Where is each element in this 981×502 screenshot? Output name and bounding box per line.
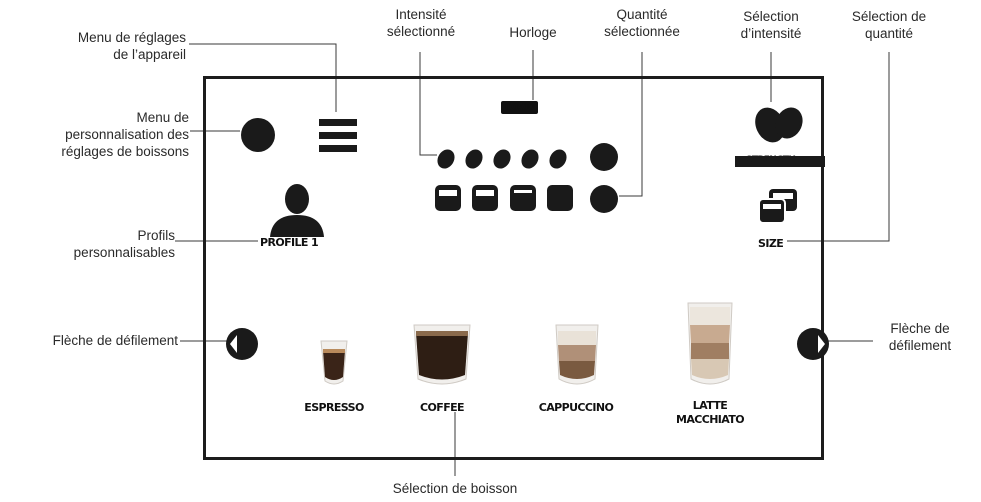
scroll-left-arrow-icon[interactable] xyxy=(224,326,260,362)
intensity-selection-icon[interactable] xyxy=(751,101,807,145)
size-label: SIZE xyxy=(758,237,784,250)
drink-coffee[interactable]: COFFEE xyxy=(402,319,482,419)
clock-display: 00:00 xyxy=(501,101,538,114)
cup-icon xyxy=(510,185,536,211)
callout-scroll-arrow-right: Flèche de défilement xyxy=(888,321,952,353)
espresso-glass-icon xyxy=(320,340,348,385)
coffee-bean-icon xyxy=(549,149,567,169)
scroll-right-arrow-icon[interactable] xyxy=(795,326,831,362)
leader-intensity-selected xyxy=(419,52,437,156)
drink-coffee-label: COFFEE xyxy=(420,401,464,414)
cup-icon xyxy=(472,185,498,211)
cup-icon xyxy=(547,185,573,211)
callout-quantity-selected: Quantité sélectionnée xyxy=(604,7,680,39)
cup-icon xyxy=(435,185,461,211)
quantity-selection-icon[interactable] xyxy=(757,189,799,225)
quantity-indicator-row[interactable] xyxy=(434,182,624,216)
coffee-bean-icon xyxy=(521,149,539,169)
drink-latte-macchiato-label: LATTE MACCHIATO xyxy=(675,399,745,426)
latte-macchiato-glass-icon xyxy=(687,302,733,385)
callout-intensity-selection: Sélection d’intensité xyxy=(740,9,802,41)
drink-latte-macchiato[interactable]: LATTE MACCHIATO xyxy=(662,301,760,441)
callout-quantity-selection: Sélection de quantité xyxy=(851,9,927,41)
settings-gear-icon[interactable] xyxy=(240,117,276,153)
callout-intensity-selected: Intensité sélectionné xyxy=(386,7,456,39)
intensity-label: STRENGTH xyxy=(746,155,796,165)
callout-clock: Horloge xyxy=(509,25,557,40)
intensity-extra-icon xyxy=(590,143,618,171)
callout-profiles: Profils personnalisables xyxy=(73,228,175,260)
drink-cappuccino-label: CAPPUCCINO xyxy=(538,401,614,414)
callout-settings-menu: Menu de réglages de l’appareil xyxy=(77,30,186,62)
intensity-bar xyxy=(735,156,825,167)
callout-drink-selection: Sélection de boisson xyxy=(392,481,518,496)
drink-espresso-label: ESPRESSO xyxy=(304,401,364,414)
coffee-glass-icon xyxy=(413,324,471,385)
callout-scroll-arrow-left: Flèche de défilement xyxy=(52,333,178,348)
cappuccino-glass-icon xyxy=(555,324,599,385)
drink-customization-menu-icon[interactable] xyxy=(319,119,359,155)
profile-label: PROFILE 1 xyxy=(260,236,319,249)
machine-display: 00:00 xyxy=(203,76,829,460)
profile-avatar-icon[interactable] xyxy=(268,181,326,237)
coffee-bean-icon xyxy=(437,149,455,169)
coffee-bean-icon xyxy=(493,149,511,169)
callout-drink-customization-menu: Menu de personnalisation des réglages de… xyxy=(61,110,189,159)
drink-espresso[interactable]: ESPRESSO xyxy=(296,329,372,419)
intensity-indicator-row[interactable] xyxy=(434,139,624,173)
coffee-bean-icon xyxy=(465,149,483,169)
leader-quantity-selected xyxy=(619,52,643,197)
quantity-extra-icon xyxy=(590,185,618,213)
drink-cappuccino[interactable]: CAPPUCCINO xyxy=(528,319,626,419)
leader-settings-menu xyxy=(189,43,337,112)
